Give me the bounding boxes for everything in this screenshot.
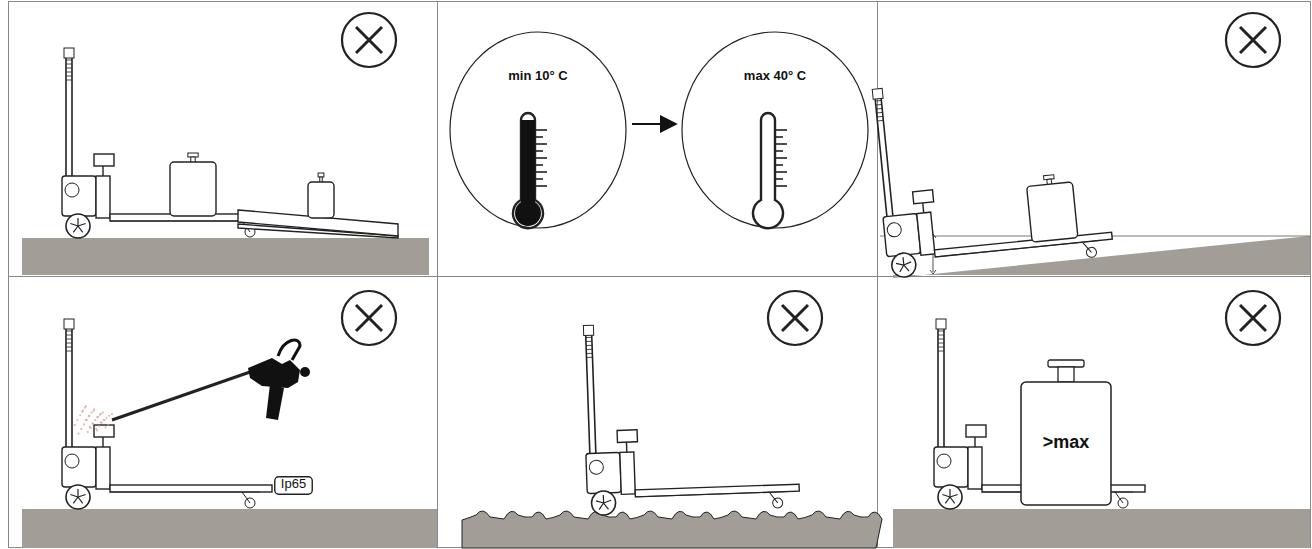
uneven-floor [462,511,882,548]
test-weight [308,173,334,218]
spray-gun [112,340,310,420]
arrow-connector [632,123,676,125]
test-weight [1026,173,1078,242]
pallet-truck-scale [62,48,272,238]
ip-rating-box: Ip65 [274,476,313,495]
forbidden-mark [1226,13,1280,67]
pallet-truck-scale [934,319,1145,509]
pallet-truck-scale [62,319,272,509]
forbidden-mark [342,291,396,345]
node-text: min 10° C [448,30,628,83]
floor [22,238,429,275]
thermometer [513,113,547,228]
forbidden-mark [768,291,822,345]
node-text: >max [1020,360,1112,453]
node-outline [448,30,628,230]
node-text: max 40° C [680,30,870,83]
forbidden-mark [1226,291,1280,345]
pallet-truck-scale [870,67,1114,279]
floor [893,509,1310,548]
floor [22,509,437,548]
thermometer [753,113,787,228]
test-weight [170,153,216,216]
temperature-min-circle: min 10° C [448,30,628,230]
sloped-floor [893,236,1310,278]
overload-weight: >max [1020,360,1112,506]
forbidden-mark [342,13,396,67]
pallet-truck-scale [581,318,800,515]
node-text: Ip65 [274,476,313,491]
temperature-max-circle: max 40° C [680,30,870,230]
panel-grid [8,1,1311,548]
spray-mist [74,405,113,435]
node-outline [680,30,870,230]
